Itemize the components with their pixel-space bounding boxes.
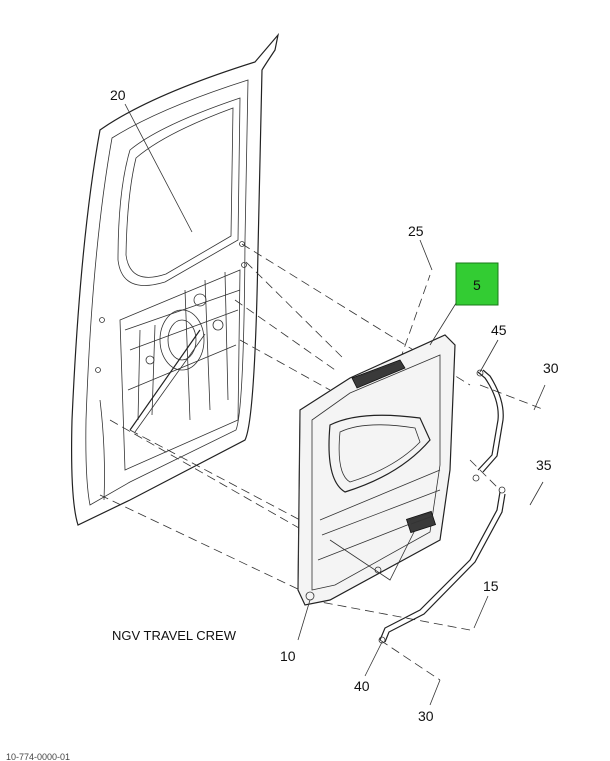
rod-45: [472, 369, 504, 482]
callout-10[interactable]: 10: [280, 648, 296, 664]
diagram-caption: NGV TRAVEL CREW: [112, 628, 237, 643]
callout-45[interactable]: 45: [491, 322, 507, 338]
door-frame: [71, 32, 280, 526]
callout-30-bottom[interactable]: 30: [418, 708, 434, 724]
highlight-box: [455, 262, 499, 306]
callout-leaders: [124, 103, 546, 706]
callout-35[interactable]: 35: [536, 457, 552, 473]
projection-lines: [99, 243, 546, 681]
footer-id: 10-774-0000-01: [6, 752, 70, 761]
callout-25[interactable]: 25: [408, 223, 424, 239]
callout-5[interactable]: 5: [473, 277, 481, 293]
callout-20[interactable]: 20: [110, 87, 126, 103]
callout-30-top[interactable]: 30: [543, 360, 559, 376]
callout-15[interactable]: 15: [483, 578, 499, 594]
callout-40[interactable]: 40: [354, 678, 370, 694]
rod-40: [378, 486, 506, 644]
trim-panel: [297, 334, 456, 606]
